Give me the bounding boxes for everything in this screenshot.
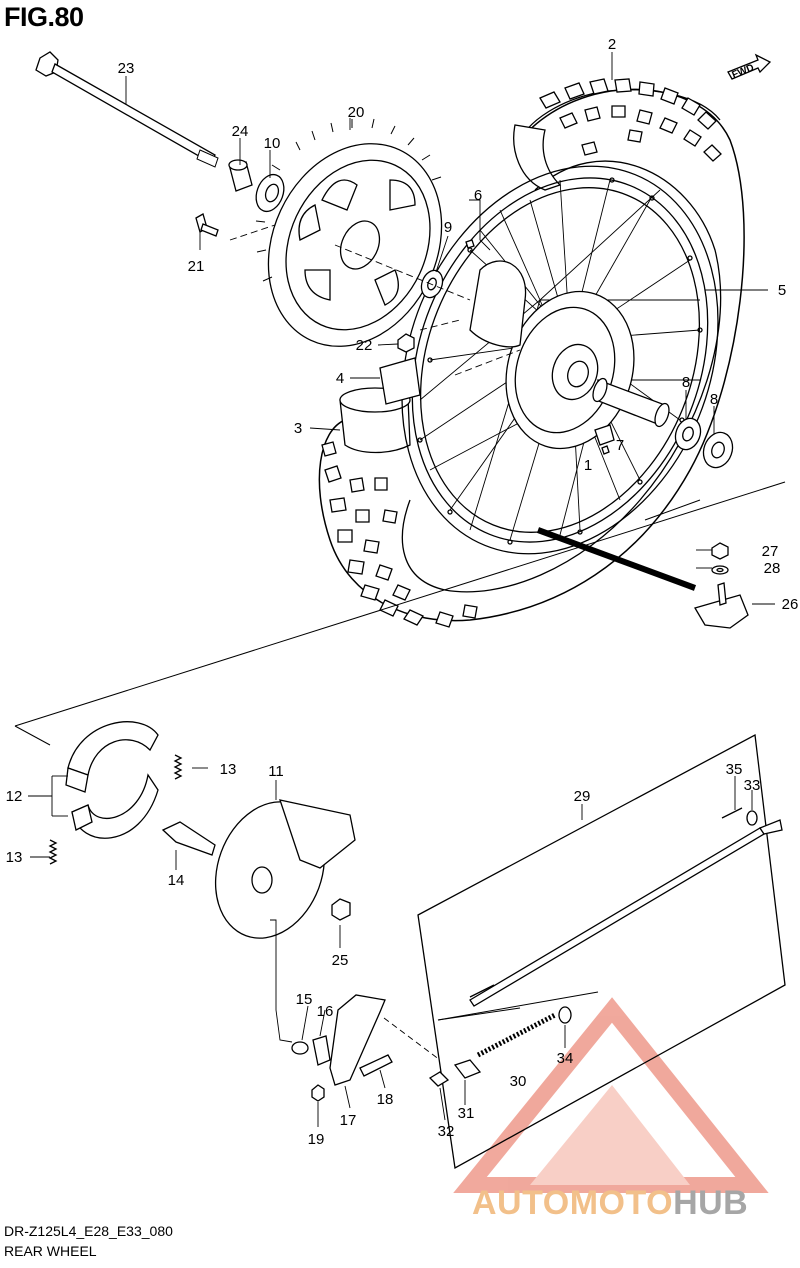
callout-9: 9 xyxy=(444,219,452,236)
rod-pin-35 xyxy=(721,807,743,819)
hub-spacer xyxy=(592,377,670,428)
brake-panel xyxy=(214,799,356,939)
watermark-text-part2: HUB xyxy=(673,1184,749,1222)
callout-32: 32 xyxy=(438,1123,455,1140)
o-ring xyxy=(291,1041,309,1055)
rear-sprocket xyxy=(255,118,443,347)
brake-cam-lever xyxy=(329,994,386,1086)
callout-13b: 13 xyxy=(6,849,23,866)
callout-35: 35 xyxy=(726,761,743,778)
brake-shoe-lower xyxy=(71,773,159,839)
lever-nut xyxy=(311,1084,325,1102)
callout-34: 34 xyxy=(557,1050,574,1067)
balancer-bolt xyxy=(465,239,475,249)
callout-6: 6 xyxy=(474,187,482,204)
rear-axle xyxy=(35,51,219,168)
rim-band xyxy=(594,424,615,446)
valve-part xyxy=(601,445,610,455)
callout-28: 28 xyxy=(764,560,781,577)
callout-27: 27 xyxy=(762,543,779,560)
callout-23: 23 xyxy=(118,60,135,77)
brake-rod xyxy=(469,819,783,1007)
shoe-spring-lower xyxy=(48,839,58,865)
callout-16: 16 xyxy=(317,1003,334,1020)
shoe-spring-upper xyxy=(173,754,183,780)
callout-1: 1 xyxy=(584,457,592,474)
callout-24: 24 xyxy=(232,123,249,140)
bearing-8-outer xyxy=(702,431,734,469)
callout-26: 26 xyxy=(782,596,799,613)
watermark-text-part1: AUTOMOTO xyxy=(472,1184,674,1222)
inset-guide-lines xyxy=(14,481,786,1021)
figure-title: FIG.80 xyxy=(4,2,84,32)
rod-spring xyxy=(476,1012,557,1058)
rod-washer xyxy=(558,1006,572,1024)
callout-29: 29 xyxy=(574,788,591,805)
rod-joint xyxy=(453,1059,482,1079)
watermark-text: AUTOMOTOHUB xyxy=(472,1184,748,1223)
brake-cam xyxy=(161,821,216,856)
callout-14: 14 xyxy=(168,872,185,889)
valve-nut xyxy=(711,542,729,560)
callout-17: 17 xyxy=(340,1112,357,1129)
oil-seal xyxy=(255,173,285,213)
watermark-logo xyxy=(453,997,769,1193)
valve-washer xyxy=(711,565,729,575)
fwd-label: FWD xyxy=(730,62,755,81)
callout-8b: 8 xyxy=(710,391,718,408)
callout-19: 19 xyxy=(308,1131,325,1148)
axle-spacer xyxy=(228,159,253,192)
callout-13a: 13 xyxy=(220,761,237,778)
tube-protector xyxy=(379,357,421,405)
brake-panel-nut xyxy=(331,898,351,921)
wear-indicator xyxy=(312,1035,331,1066)
callout-31: 31 xyxy=(458,1105,475,1122)
fwd-arrow-icon xyxy=(727,53,772,80)
callout-22: 22 xyxy=(356,337,373,354)
adjuster-nut xyxy=(428,1071,450,1087)
callout-7: 7 xyxy=(616,437,624,454)
sprocket-bolt xyxy=(195,213,219,237)
lever-bolt xyxy=(359,1054,393,1077)
callout-33: 33 xyxy=(744,777,761,794)
callout-10: 10 xyxy=(264,135,281,152)
bearing-8-inner xyxy=(674,417,702,451)
callout-2: 2 xyxy=(608,36,616,53)
callout-5: 5 xyxy=(778,282,786,299)
callout-25: 25 xyxy=(332,952,349,969)
callout-30: 30 xyxy=(510,1073,527,1090)
brake-shoe-upper xyxy=(65,721,159,793)
callout-8a: 8 xyxy=(682,374,690,391)
callout-20: 20 xyxy=(348,104,365,121)
callout-12: 12 xyxy=(6,788,23,805)
sprocket-nut xyxy=(397,333,415,353)
callout-15: 15 xyxy=(296,991,313,1008)
callout-11: 11 xyxy=(268,763,284,780)
callout-3: 3 xyxy=(294,420,302,437)
figure-name: REAR WHEEL xyxy=(4,1243,97,1259)
figure-code: DR-Z125L4_E28_E33_080 xyxy=(4,1223,173,1239)
callout-4: 4 xyxy=(336,370,344,387)
rod-washer-33 xyxy=(746,810,758,826)
rim-lock xyxy=(694,582,749,629)
callout-21: 21 xyxy=(188,258,205,275)
callout-18: 18 xyxy=(377,1091,394,1108)
leader-lines xyxy=(28,52,775,1127)
